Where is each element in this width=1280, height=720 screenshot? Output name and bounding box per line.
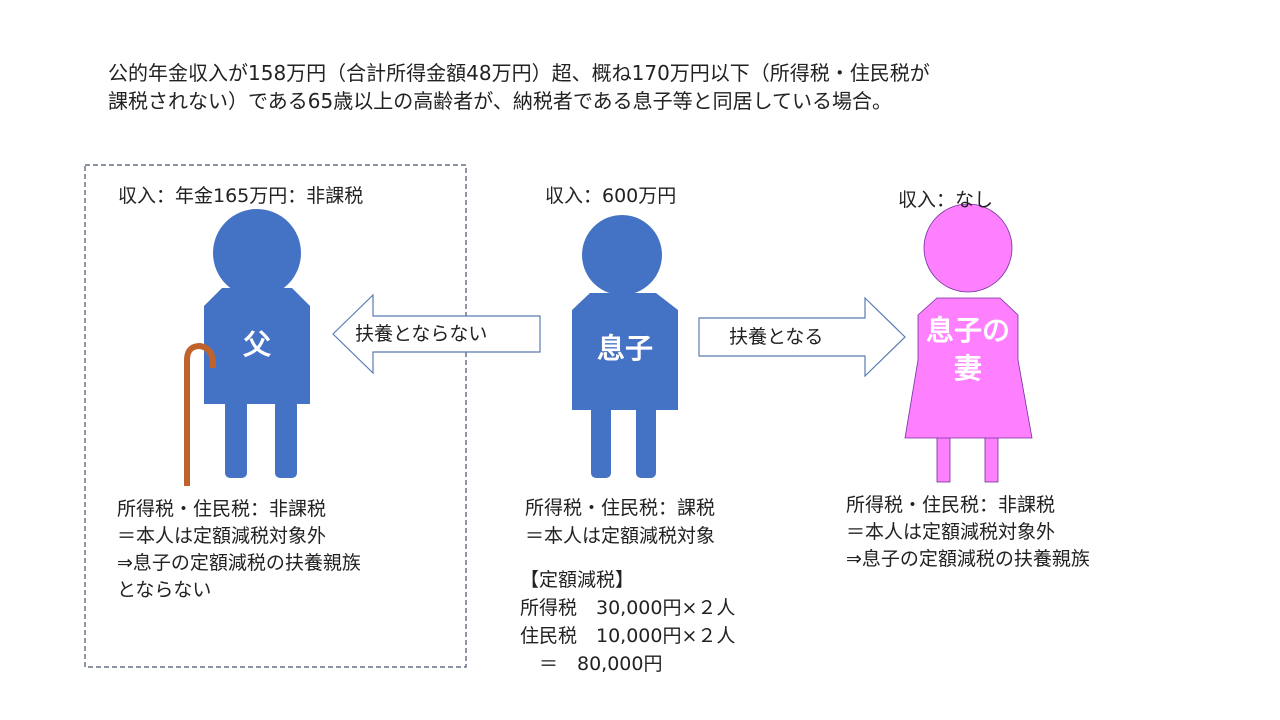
father-notes: 所得税・住民税：非課税 ＝本人は定額減税対象外 ⇒息子の定額減税の扶養親族 とな… (117, 496, 361, 604)
wife-notes: 所得税・住民税：非課税 ＝本人は定額減税対象外 ⇒息子の定額減税の扶養親族 (846, 492, 1090, 573)
reduction-line: 住民税 10,000円×２人 (520, 625, 736, 647)
father-income: 収入：年金165万円：非課税 (118, 185, 364, 207)
wife-label: 息子の 妻 (912, 312, 1024, 388)
intro-line: 公的年金収入が158万円（合計所得金額48万円）超、概ね170万円以下（所得税・… (108, 61, 930, 85)
reduction-box: 【定額減税】 所得税 30,000円×２人 住民税 10,000円×２人 ＝ 8… (520, 566, 735, 678)
note-line: ⇒息子の定額減税の扶養親族 (846, 548, 1090, 570)
cane-icon (184, 342, 217, 486)
label-line: 息子の (925, 314, 1010, 347)
wife-figure (904, 203, 1033, 483)
intro-text: 公的年金収入が158万円（合計所得金額48万円）超、概ね170万円以下（所得税・… (108, 59, 930, 115)
arrow-dependent (698, 296, 906, 378)
son-notes: 所得税・住民税：課税 ＝本人は定額減税対象 (525, 494, 715, 550)
son-label: 息子 (596, 332, 653, 365)
label-line: 妻 (953, 352, 982, 385)
wife-income: 収入：なし (898, 189, 994, 211)
note-line: 所得税・住民税：非課税 (846, 494, 1056, 516)
reduction-title: 【定額減税】 (520, 569, 635, 591)
note-line: とならない (117, 579, 212, 601)
note-line: ＝本人は定額減税対象 (525, 525, 716, 547)
father-label: 父 (242, 328, 271, 361)
father-dashed-box (84, 164, 467, 668)
arrow-left-label: 扶養とならない (355, 323, 488, 345)
note-line: 所得税・住民税：非課税 (117, 498, 327, 520)
note-line: ＝本人は定額減税対象外 (117, 525, 327, 547)
father-figure (204, 209, 310, 478)
reduction-line: ＝ 80,000円 (520, 653, 663, 675)
son-figure (572, 215, 678, 478)
note-line: 所得税・住民税：課税 (525, 497, 716, 519)
arrow-right-label: 扶養となる (729, 326, 824, 348)
note-line: ⇒息子の定額減税の扶養親族 (117, 552, 361, 574)
reduction-line: 所得税 30,000円×２人 (520, 597, 736, 619)
note-line: ＝本人は定額減税対象外 (846, 521, 1056, 543)
arrow-not-dependent (332, 293, 541, 375)
intro-line: 課税されない）である65歳以上の高齢者が、納税者である息子等と同居している場合。 (108, 89, 893, 113)
son-income: 収入：600万円 (545, 185, 677, 207)
